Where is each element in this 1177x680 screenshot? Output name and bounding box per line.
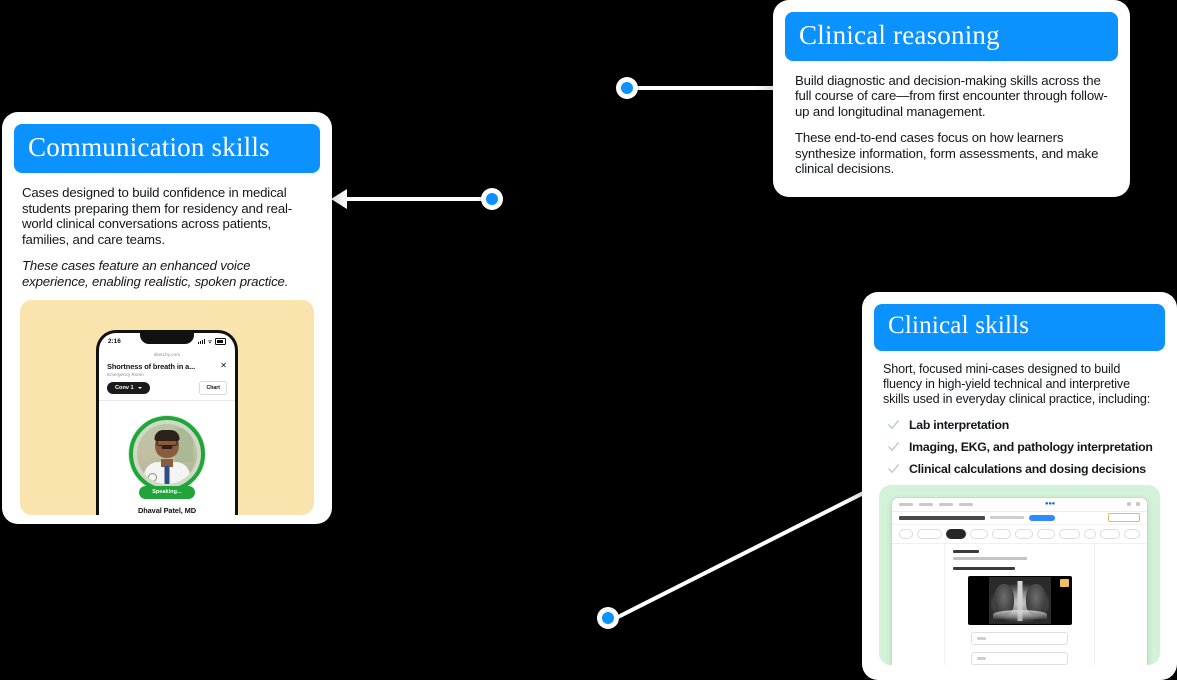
phone-conversation-stage: Speaking... Dhaval Patel, MD xyxy=(99,401,235,515)
list-item: Clinical calculations and dosing decisio… xyxy=(883,462,1156,476)
speaking-badge: Speaking... xyxy=(139,486,195,499)
list-item: Imaging, EKG, and pathology interpretati… xyxy=(883,440,1156,454)
persona-name: Dhaval Patel, MD xyxy=(138,505,196,515)
phone-url-bar: sketchy.com xyxy=(153,351,181,357)
list-item-label: Imaging, EKG, and pathology interpretati… xyxy=(909,439,1153,454)
card-paragraph-communication-2: These cases feature an enhanced voice ex… xyxy=(22,258,289,289)
conversation-selector-label: Conv 1 xyxy=(115,385,134,392)
list-item-label: Lab interpretation xyxy=(909,417,1010,432)
phone-device: 2:16 sketchy.com xyxy=(96,329,238,515)
check-icon xyxy=(888,420,899,430)
conversation-selector[interactable]: Conv 1 xyxy=(107,381,150,395)
tablet-body xyxy=(892,543,1147,665)
close-icon[interactable]: ✕ xyxy=(220,360,227,370)
cellular-signal-icon xyxy=(197,339,205,345)
connector-dot-reasoning[interactable] xyxy=(616,77,638,99)
phone-case-title: Shortness of breath in a... xyxy=(107,361,196,371)
chest-xray-image xyxy=(967,575,1072,625)
check-icon xyxy=(888,464,899,474)
card-title-reasoning: Clinical reasoning xyxy=(785,12,1118,61)
card-clinical-skills[interactable]: Clinical skills Short, focused mini-case… xyxy=(862,292,1177,680)
tablet-mockup-frame: ●●● xyxy=(879,484,1160,665)
answer-option-yes[interactable] xyxy=(971,631,1068,645)
tablet-left-rail xyxy=(892,543,945,665)
card-communication-skills[interactable]: Communication skills Cases designed to b… xyxy=(2,112,332,524)
connector-dot-communication[interactable] xyxy=(481,188,503,210)
phone-case-subtitle: Emergency Room xyxy=(107,372,144,378)
connector-line-communication xyxy=(345,197,491,201)
check-icon xyxy=(888,442,899,452)
card-title-skills: Clinical skills xyxy=(874,304,1165,351)
tablet-device: ●●● xyxy=(891,496,1148,665)
phone-status-time: 2:16 xyxy=(108,338,121,346)
chart-button[interactable]: Chart xyxy=(199,381,227,396)
card-title-communication: Communication skills xyxy=(14,124,320,173)
tablet-nav-icons xyxy=(1127,502,1140,507)
tablet-question-panel xyxy=(945,544,1094,665)
list-item-label: Clinical calculations and dosing decisio… xyxy=(909,461,1146,476)
card-clinical-reasoning[interactable]: Clinical reasoning Build diagnostic and … xyxy=(773,0,1130,197)
connector-arrow-communication xyxy=(331,189,347,209)
battery-icon xyxy=(215,338,226,345)
card-paragraph-skills-1: Short, focused mini-cases designed to bu… xyxy=(883,362,1151,406)
answer-option-no[interactable] xyxy=(971,651,1068,665)
avatar xyxy=(137,424,197,485)
avatar-ring xyxy=(129,416,205,493)
card-paragraph-communication-1: Cases designed to build confidence in me… xyxy=(22,185,293,247)
card-paragraph-reasoning-1: Build diagnostic and decision-making ski… xyxy=(795,73,1108,119)
phone-notch xyxy=(140,332,194,344)
phone-toolbar: Conv 1 Chart xyxy=(99,377,235,402)
connector-line-skills xyxy=(613,487,872,621)
phone-case-header: Shortness of breath in a... Emergency Ro… xyxy=(99,357,235,378)
wifi-icon xyxy=(207,340,213,344)
tablet-top-nav: ●●● xyxy=(892,498,1147,512)
phone-status-bar: 2:16 xyxy=(99,332,235,349)
tablet-right-rail xyxy=(1094,543,1147,665)
tablet-step-tabs xyxy=(892,525,1147,544)
tablet-brand-logo: ●●● xyxy=(1045,501,1055,508)
phone-status-icons xyxy=(197,338,226,345)
image-badge-icon xyxy=(1059,578,1069,587)
avatar-halo xyxy=(128,415,206,494)
phone-mockup-frame: 2:16 sketchy.com xyxy=(20,299,314,515)
tablet-case-header xyxy=(892,512,1147,525)
tablet-nav-links xyxy=(899,502,973,506)
connector-dot-skills[interactable] xyxy=(597,607,619,629)
connector-line-reasoning xyxy=(634,86,782,90)
chevron-down-icon xyxy=(137,387,142,390)
list-item: Lab interpretation xyxy=(883,418,1156,432)
skills-checklist: Lab interpretation Imaging, EKG, and pat… xyxy=(883,418,1156,476)
card-paragraph-reasoning-2: These end-to-end cases focus on how lear… xyxy=(795,130,1099,177)
